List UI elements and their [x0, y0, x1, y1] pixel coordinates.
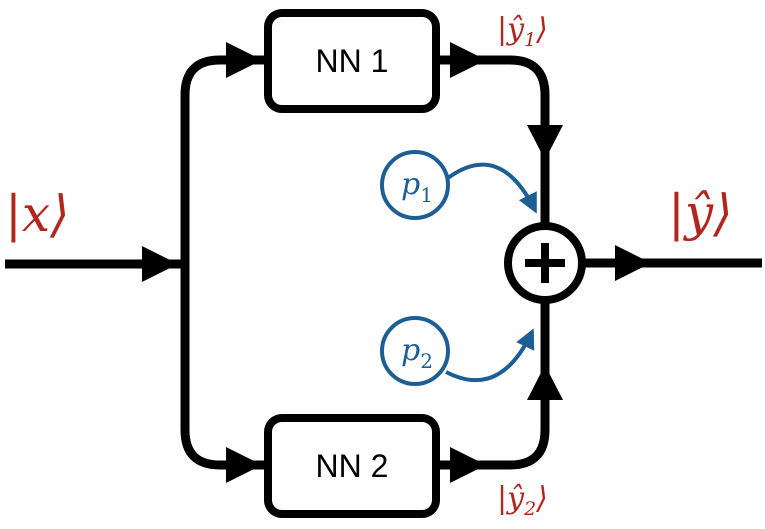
p1-arrow: [446, 162, 537, 214]
arrowhead-nn1-out: [450, 42, 486, 78]
input-ket: |x⟩: [5, 185, 70, 243]
p1-node: [380, 150, 450, 220]
arrowhead-nn2-out: [450, 447, 486, 483]
nn2-output-ket: |ŷ2⟩: [497, 481, 548, 520]
nn1-output-path: [436, 55, 550, 225]
nn2-output-path: [436, 300, 550, 470]
nn2-label: NN 2: [316, 448, 389, 484]
p2-arrow: [445, 328, 535, 383]
output-ket: |ŷ⟩: [668, 184, 733, 242]
output-arrowhead: [615, 245, 651, 281]
arrowhead-up-to-sum: [527, 365, 563, 400]
input-arrowhead: [142, 246, 178, 282]
branch-upper-path: [180, 55, 268, 264]
arrowhead-down-to-sum: [527, 125, 563, 160]
p2-node: [380, 316, 450, 386]
p1-label: p1: [401, 167, 433, 207]
nn1-output-ket: |ŷ1⟩: [497, 12, 548, 51]
arrowhead-to-nn2: [226, 447, 262, 483]
arrowhead-to-nn1: [226, 42, 262, 78]
nn1-label: NN 1: [316, 43, 389, 79]
p2-label: p2: [401, 333, 433, 373]
branch-lower-path: [180, 264, 268, 470]
